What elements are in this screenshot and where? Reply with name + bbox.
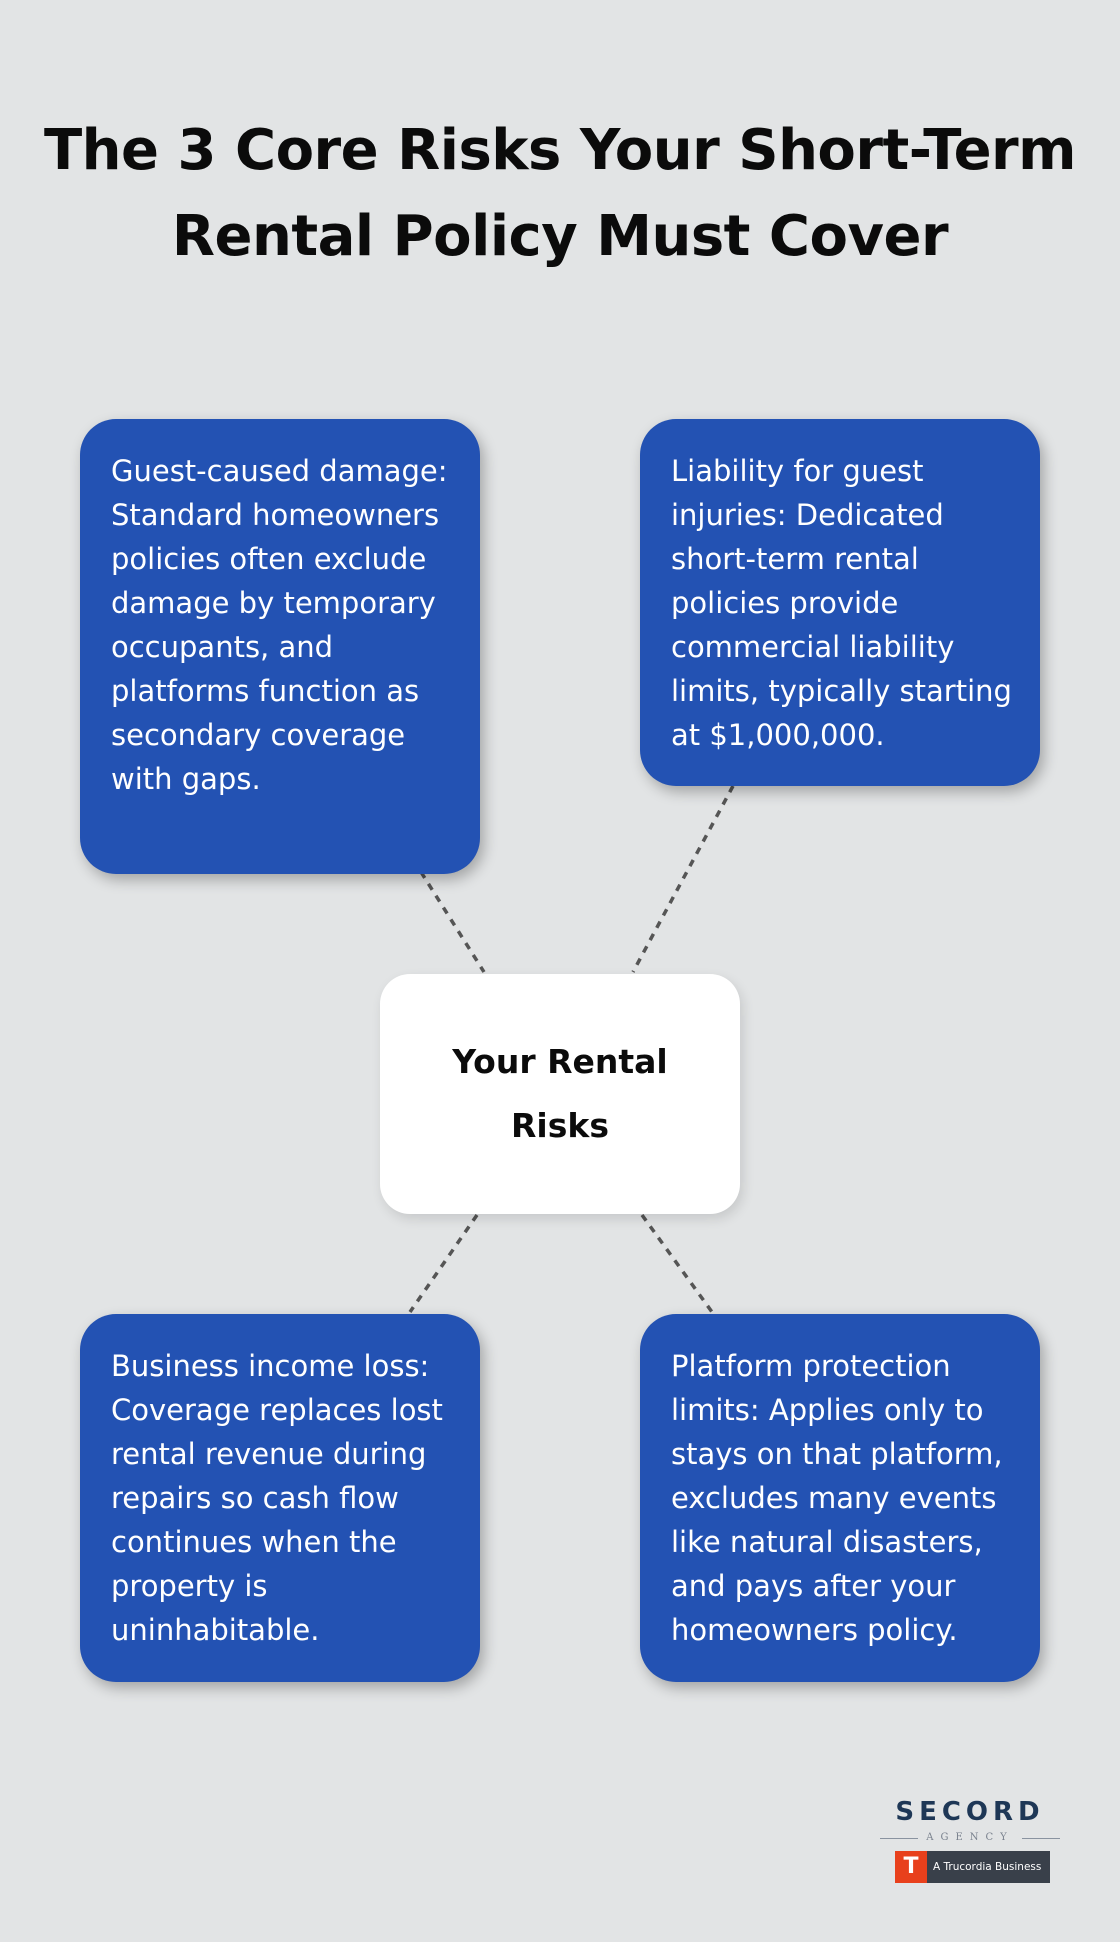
risk-card-guest-damage: Guest-caused damage: Standard homeowners… xyxy=(80,419,480,874)
logo-name: SECORD xyxy=(895,1797,1045,1827)
center-node: Your Rental Risks xyxy=(380,974,740,1214)
connector-top-right xyxy=(631,785,735,973)
secord-agency-logo: SECORD AGENCY T A Trucordia Business xyxy=(880,1796,1060,1886)
trucordia-badge: T A Trucordia Business xyxy=(895,1851,1050,1883)
risk-card-guest-injury-liability: Liability for guest injuries: Dedicated … xyxy=(640,419,1040,786)
trucordia-logo-icon: T xyxy=(895,1851,927,1883)
risk-card-platform-limits: Platform protection limits: Applies only… xyxy=(640,1314,1040,1682)
risk-card-text: Liability for guest injuries: Dedicated … xyxy=(671,454,1012,752)
logo-rule-right xyxy=(1022,1838,1060,1839)
risk-card-text: Platform protection limits: Applies only… xyxy=(671,1349,1003,1647)
connector-top-left xyxy=(419,871,486,973)
trucordia-badge-text: A Trucordia Business xyxy=(933,1861,1042,1873)
connector-bottom-right xyxy=(640,1213,714,1314)
center-node-label: Your Rental Risks xyxy=(452,1042,668,1145)
logo-rule-left xyxy=(880,1838,918,1839)
risk-card-text: Business income loss: Coverage replaces … xyxy=(111,1349,443,1647)
connector-bottom-left xyxy=(408,1214,479,1313)
risk-card-business-income-loss: Business income loss: Coverage replaces … xyxy=(80,1314,480,1682)
page-title: The 3 Core Risks Your Short-Term Rental … xyxy=(43,118,1077,269)
risk-card-text: Guest-caused damage: Standard homeowners… xyxy=(111,454,448,796)
logo-subtitle: AGENCY xyxy=(926,1832,1014,1843)
